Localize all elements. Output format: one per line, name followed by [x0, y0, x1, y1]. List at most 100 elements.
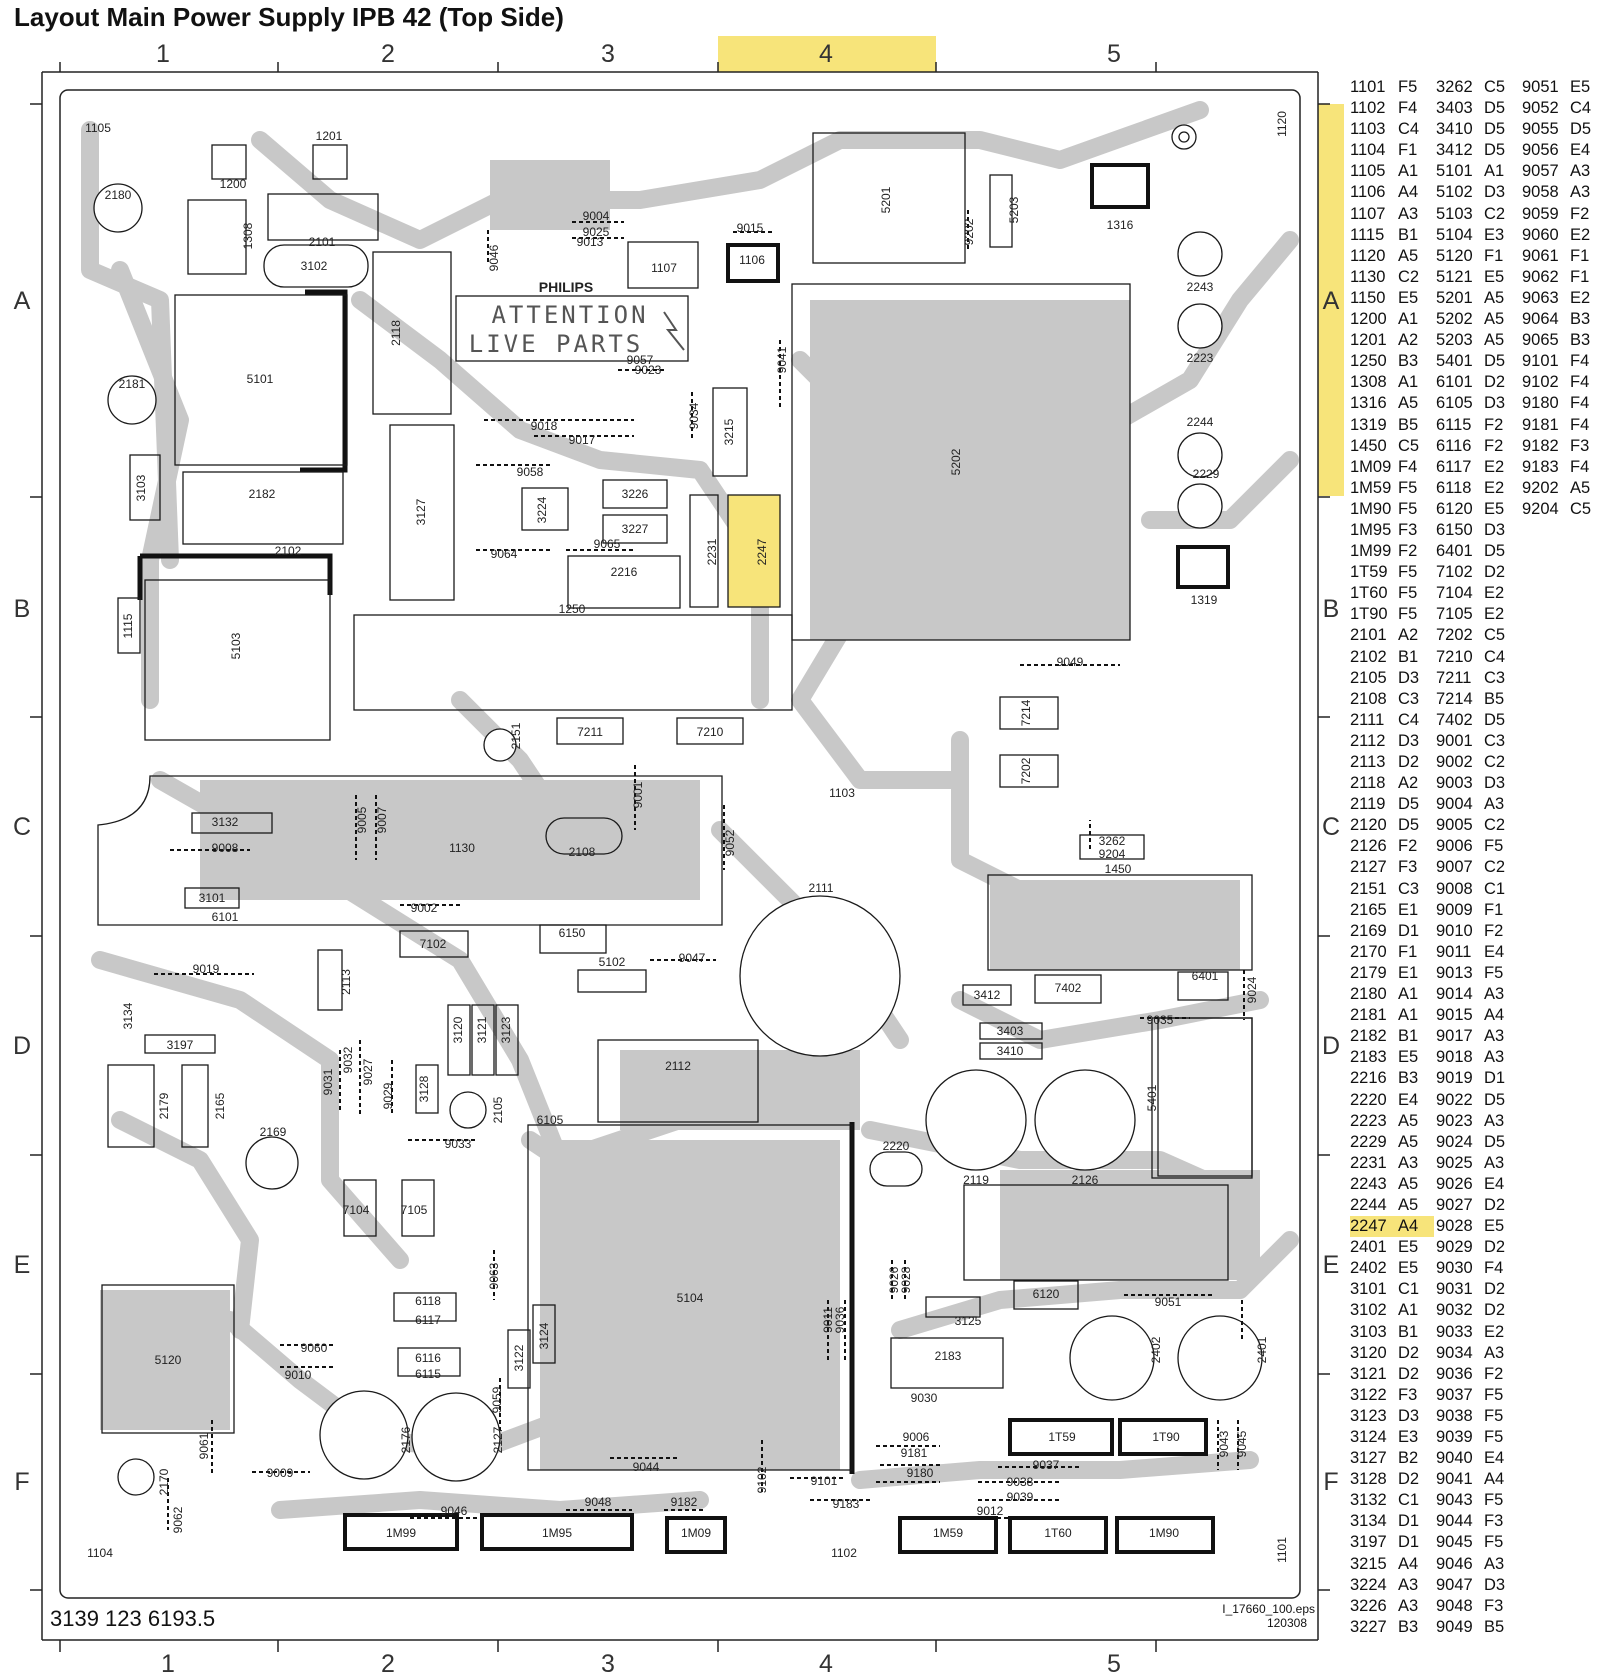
legend-grid-ref: A5: [1484, 288, 1505, 307]
legend-code: 9057: [1522, 162, 1559, 181]
legend-code: 1M99: [1350, 542, 1392, 561]
legend-code: 2120: [1350, 816, 1387, 835]
board-part-number: 3139 123 6193.5: [50, 1606, 216, 1631]
legend-code: 2102: [1350, 647, 1387, 666]
legend-grid-ref: F5: [1484, 1533, 1504, 1552]
component-label: 9029: [381, 1082, 395, 1109]
legend-code: 9048: [1436, 1596, 1473, 1615]
legend-grid-ref: A4: [1484, 1470, 1505, 1489]
legend-grid-ref: F1: [1570, 246, 1590, 265]
legend-code: 7211: [1436, 668, 1472, 687]
legend-code: 1308: [1350, 373, 1387, 392]
legend-grid-ref: C2: [1484, 753, 1506, 771]
legend-grid-ref: E5: [1570, 78, 1591, 96]
legend-grid-ref: A5: [1570, 478, 1591, 497]
legend-code: 9028: [1436, 1217, 1473, 1236]
legend-code: 2231: [1350, 1153, 1387, 1172]
component-label: 1M59: [933, 1526, 963, 1540]
component-label: 9038: [1007, 1475, 1034, 1489]
legend-grid-ref: D2: [1484, 563, 1506, 582]
legend-grid-ref: F5: [1398, 563, 1418, 582]
legend-grid-ref: C3: [1398, 689, 1420, 708]
component-label: 5120: [155, 1353, 182, 1367]
legend-code: 9036: [1436, 1364, 1473, 1383]
component-label: 1T90: [1152, 1430, 1180, 1444]
legend-grid-ref: C1: [1484, 879, 1506, 898]
legend-code: 3103: [1350, 1322, 1387, 1341]
legend-code: 1115: [1350, 225, 1385, 244]
legend-code: 1107: [1350, 204, 1386, 223]
reference-designators: 1105 1201 1200 2180 1308 2101 3102 5101 …: [85, 111, 1289, 1563]
legend-code: 1319: [1350, 415, 1387, 434]
legend-code: 2111: [1350, 710, 1385, 729]
legend-grid-ref: E2: [1484, 605, 1505, 624]
component-label: 2170: [157, 1468, 171, 1495]
component-label: 2402: [1149, 1336, 1163, 1363]
legend-code: 9049: [1436, 1617, 1473, 1636]
file-identifier: I_17660_100.eps 120308: [1205, 1602, 1315, 1630]
row-label-left: F: [14, 1468, 29, 1496]
legend-grid-ref: B3: [1398, 1617, 1419, 1636]
legend-grid-ref: D2: [1484, 1195, 1506, 1214]
legend-grid-ref: F2: [1570, 204, 1590, 223]
legend-grid-ref: D2: [1398, 1364, 1420, 1383]
component-label: 1105: [85, 121, 111, 135]
component-label: 2169: [260, 1125, 287, 1139]
legend-code: 9202: [1522, 478, 1559, 497]
col-label-bottom: 1: [161, 1650, 175, 1677]
legend-grid-ref: F5: [1398, 478, 1418, 497]
legend-code: 6116: [1436, 436, 1472, 455]
component-label: 9049: [1057, 655, 1084, 669]
legend-code: 5102: [1436, 183, 1473, 202]
component-label: 9048: [585, 1495, 612, 1509]
component-label: 5103: [229, 632, 243, 659]
legend-grid-ref: A3: [1484, 1048, 1505, 1067]
legend-code: 2113: [1350, 753, 1386, 771]
legend-grid-ref: A5: [1484, 310, 1505, 329]
component-label: 2127: [491, 1426, 505, 1453]
row-label-right: D: [1322, 1032, 1340, 1060]
component-label: 9032: [341, 1046, 355, 1073]
legend-code: 2229: [1350, 1132, 1387, 1151]
legend-entry: 9202 A5: [1522, 478, 1606, 499]
legend-code: 2223: [1350, 1111, 1387, 1130]
legend-code: 1M90: [1350, 499, 1392, 518]
component-label: 3410: [997, 1044, 1024, 1058]
legend-code: 9181: [1522, 415, 1559, 434]
legend-code: 9056: [1522, 141, 1559, 160]
component-label: 1201: [316, 129, 343, 143]
legend-code: 1M59: [1350, 478, 1392, 497]
component-label: 5203: [1007, 196, 1021, 223]
legend-grid-ref: E4: [1398, 1090, 1419, 1109]
legend-grid-ref: E5: [1398, 1259, 1419, 1278]
legend-grid-ref: A1: [1398, 1301, 1419, 1320]
legend-grid-ref: D5: [1484, 710, 1506, 729]
